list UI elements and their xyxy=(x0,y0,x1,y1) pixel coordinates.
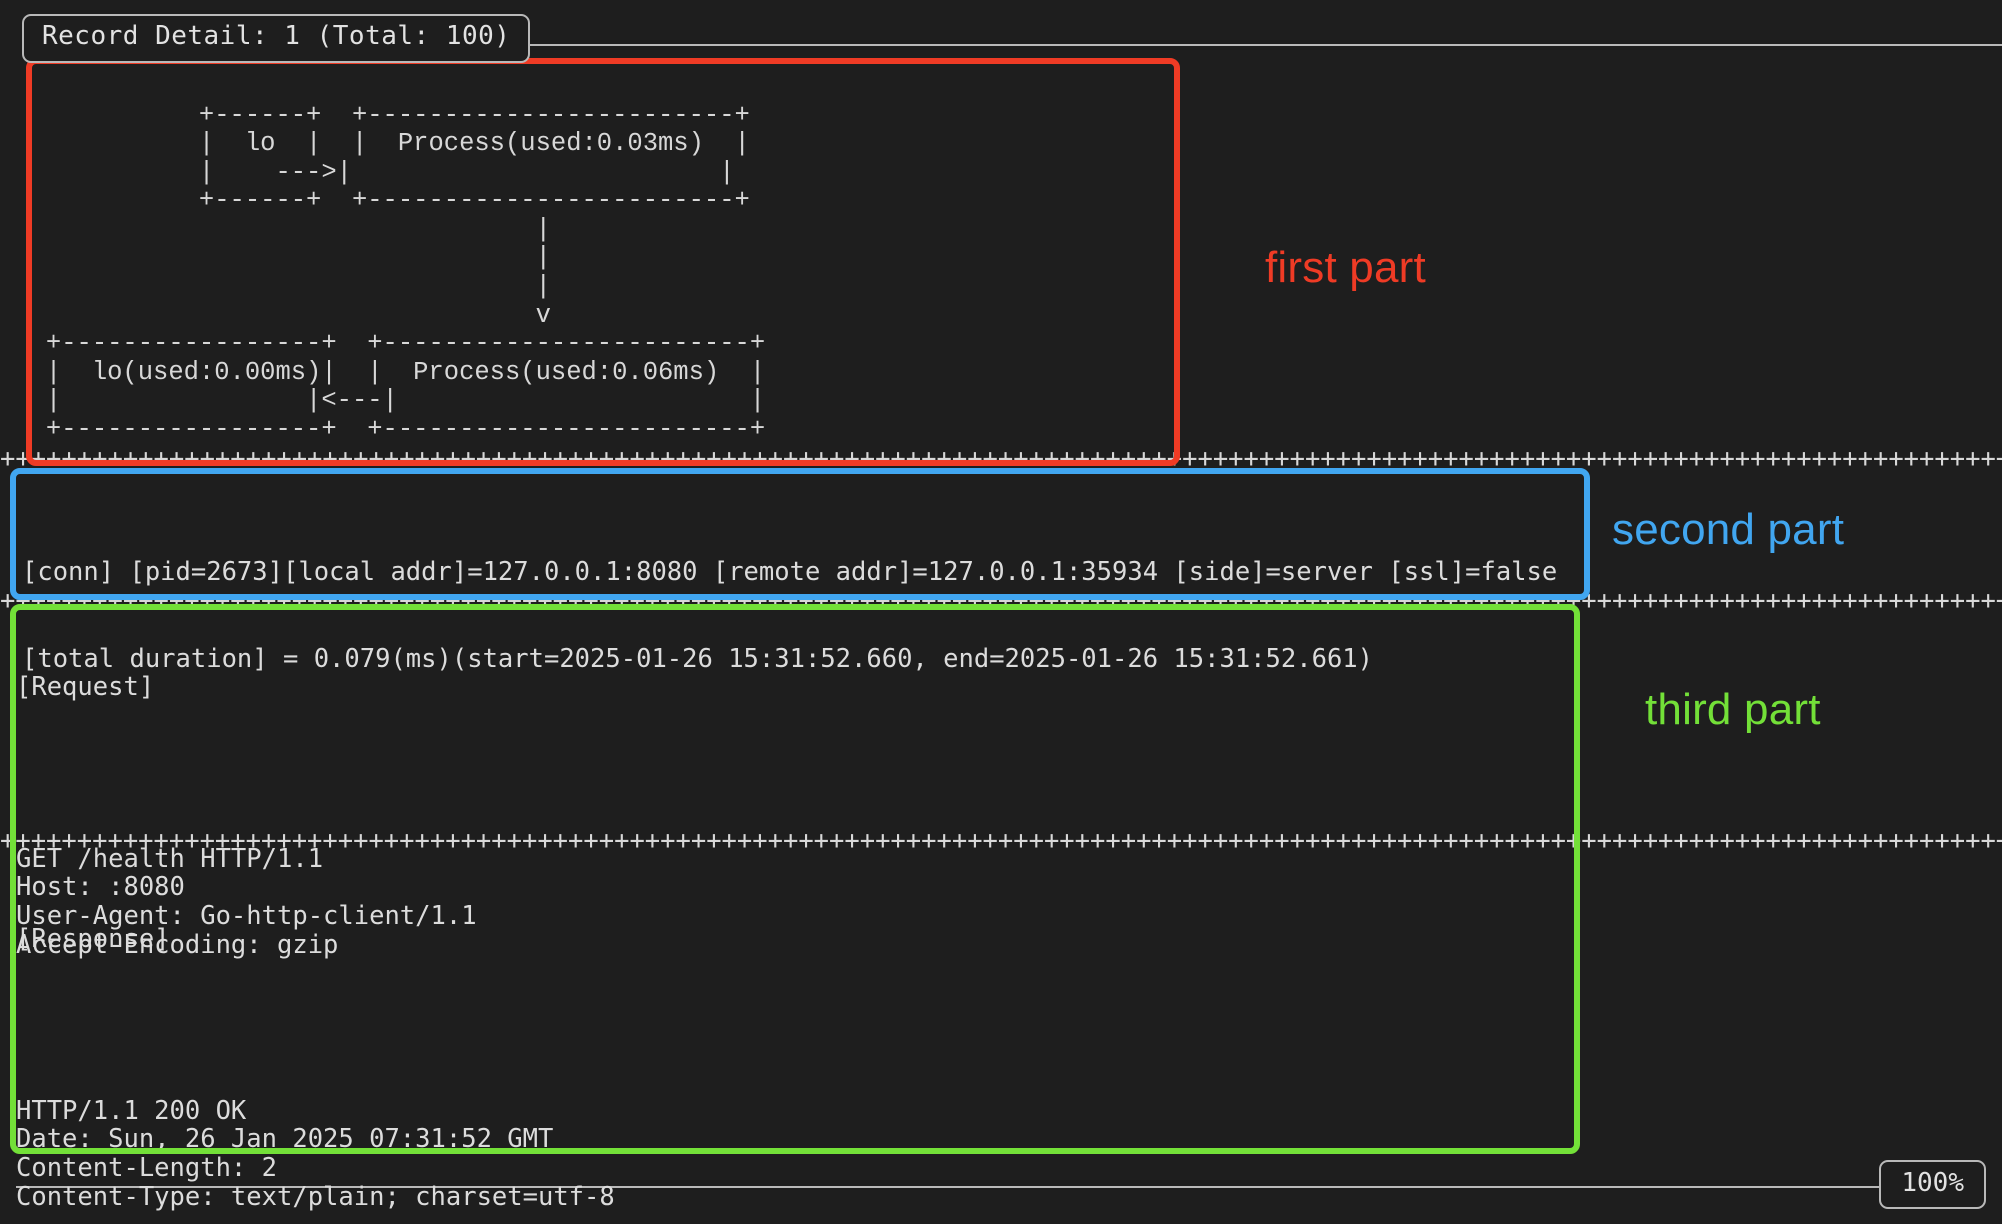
response-body: HTTP/1.1 200 OK Date: Sun, 26 Jan 2025 0… xyxy=(16,1095,615,1212)
response-spacer-1 xyxy=(16,1011,615,1040)
response-section: [Response] HTTP/1.1 200 OK Date: Sun, 26… xyxy=(16,868,615,1224)
request-spacer xyxy=(16,759,477,788)
annotation-label-second-part: second part xyxy=(1612,505,1845,554)
separator-plus-rule-3: ++++++++++++++++++++++++++++++++++++++++… xyxy=(0,830,2002,852)
connection-summary: [conn] [pid=2673][local addr]=127.0.0.1:… xyxy=(22,500,1557,732)
response-heading: [Response] xyxy=(16,924,170,955)
annotation-label-third-part: third part xyxy=(1645,685,1821,734)
annotation-label-first-part: first part xyxy=(1265,243,1426,292)
request-section: [Request] GET /health HTTP/1.1 Host: :80… xyxy=(16,616,477,1016)
request-heading: [Request] xyxy=(16,672,155,703)
topology-diagram-panel: +------+ +------------------------+ | lo… xyxy=(0,64,1180,456)
request-body: GET /health HTTP/1.1 Host: :8080 User-Ag… xyxy=(16,843,477,960)
title-horizontal-rule xyxy=(468,44,2002,46)
ascii-topology-diagram: +------+ +------------------------+ | lo… xyxy=(45,100,766,445)
conn-line-2: [total duration] = 0.079(ms)(start=2025-… xyxy=(22,644,1374,674)
zoom-level-indicator[interactable]: 100% xyxy=(1879,1160,1986,1209)
record-detail-title: Record Detail: 1 (Total: 100) xyxy=(22,14,531,63)
footer-horizontal-rule xyxy=(16,1186,1894,1188)
conn-line-1: [conn] [pid=2673][local addr]=127.0.0.1:… xyxy=(22,557,1558,587)
